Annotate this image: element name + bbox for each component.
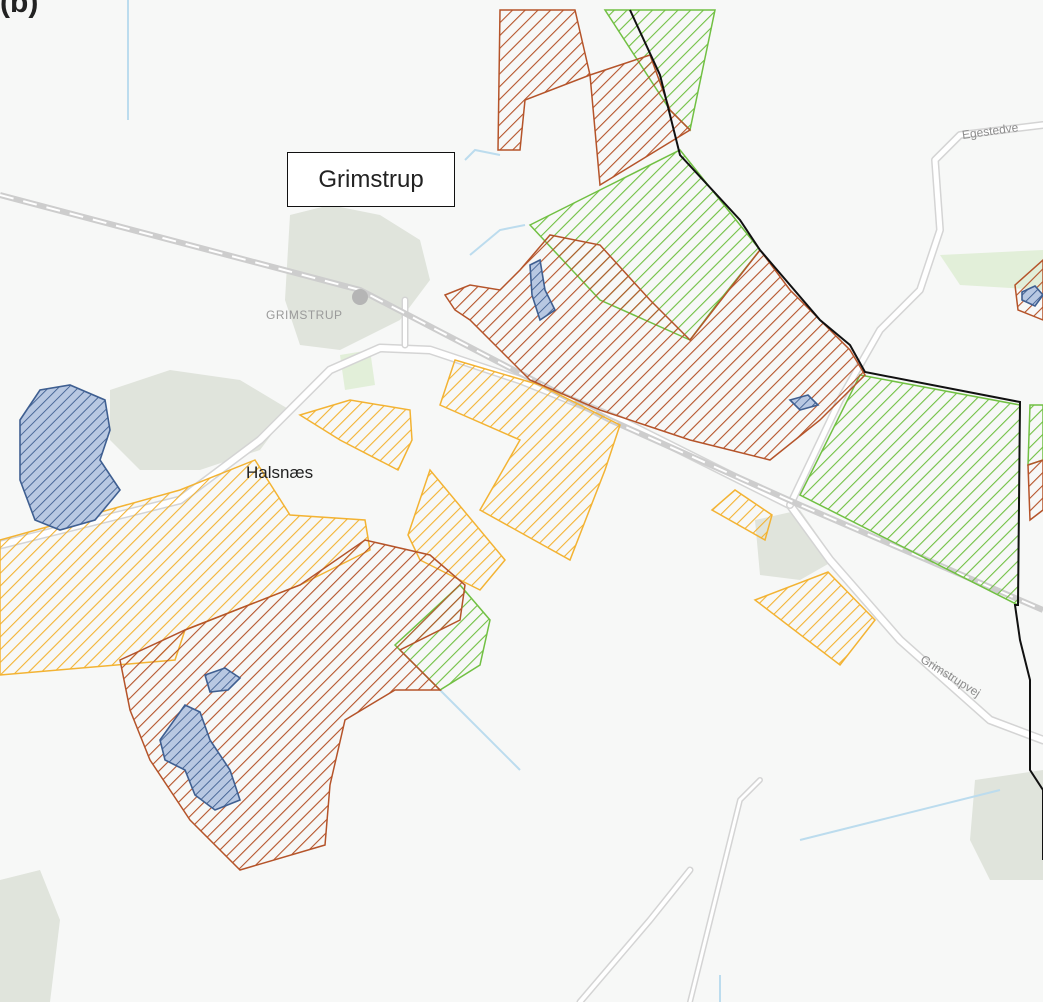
built-area-grimstrup [285,205,430,350]
green-area-east [940,250,1043,290]
municipality-label: Halsnæs [246,463,314,482]
lake-small-5 [1021,285,1043,308]
built-area-west [110,370,290,470]
base-landuse [0,205,1043,1002]
built-area-junction [755,510,835,580]
built-area-southwest [0,870,60,1002]
station-marker [352,289,368,305]
lake-small-1 [204,667,242,693]
lake-west [19,384,121,531]
streams [127,0,1001,1002]
lake-small-3 [529,258,557,322]
green-hatch-areas [393,9,1043,691]
lakes [19,258,1043,811]
built-area-southeast [970,770,1043,880]
station-label: GRIMSTRUP [266,308,343,322]
municipal-boundary [629,9,1043,860]
lake-small-4 [788,394,820,411]
orange-hatch-areas [0,359,876,676]
panel-label: (b) [0,0,39,19]
grimstrup-callout[interactable]: Grimstrup [287,152,455,207]
lake-small-2 [159,703,241,811]
